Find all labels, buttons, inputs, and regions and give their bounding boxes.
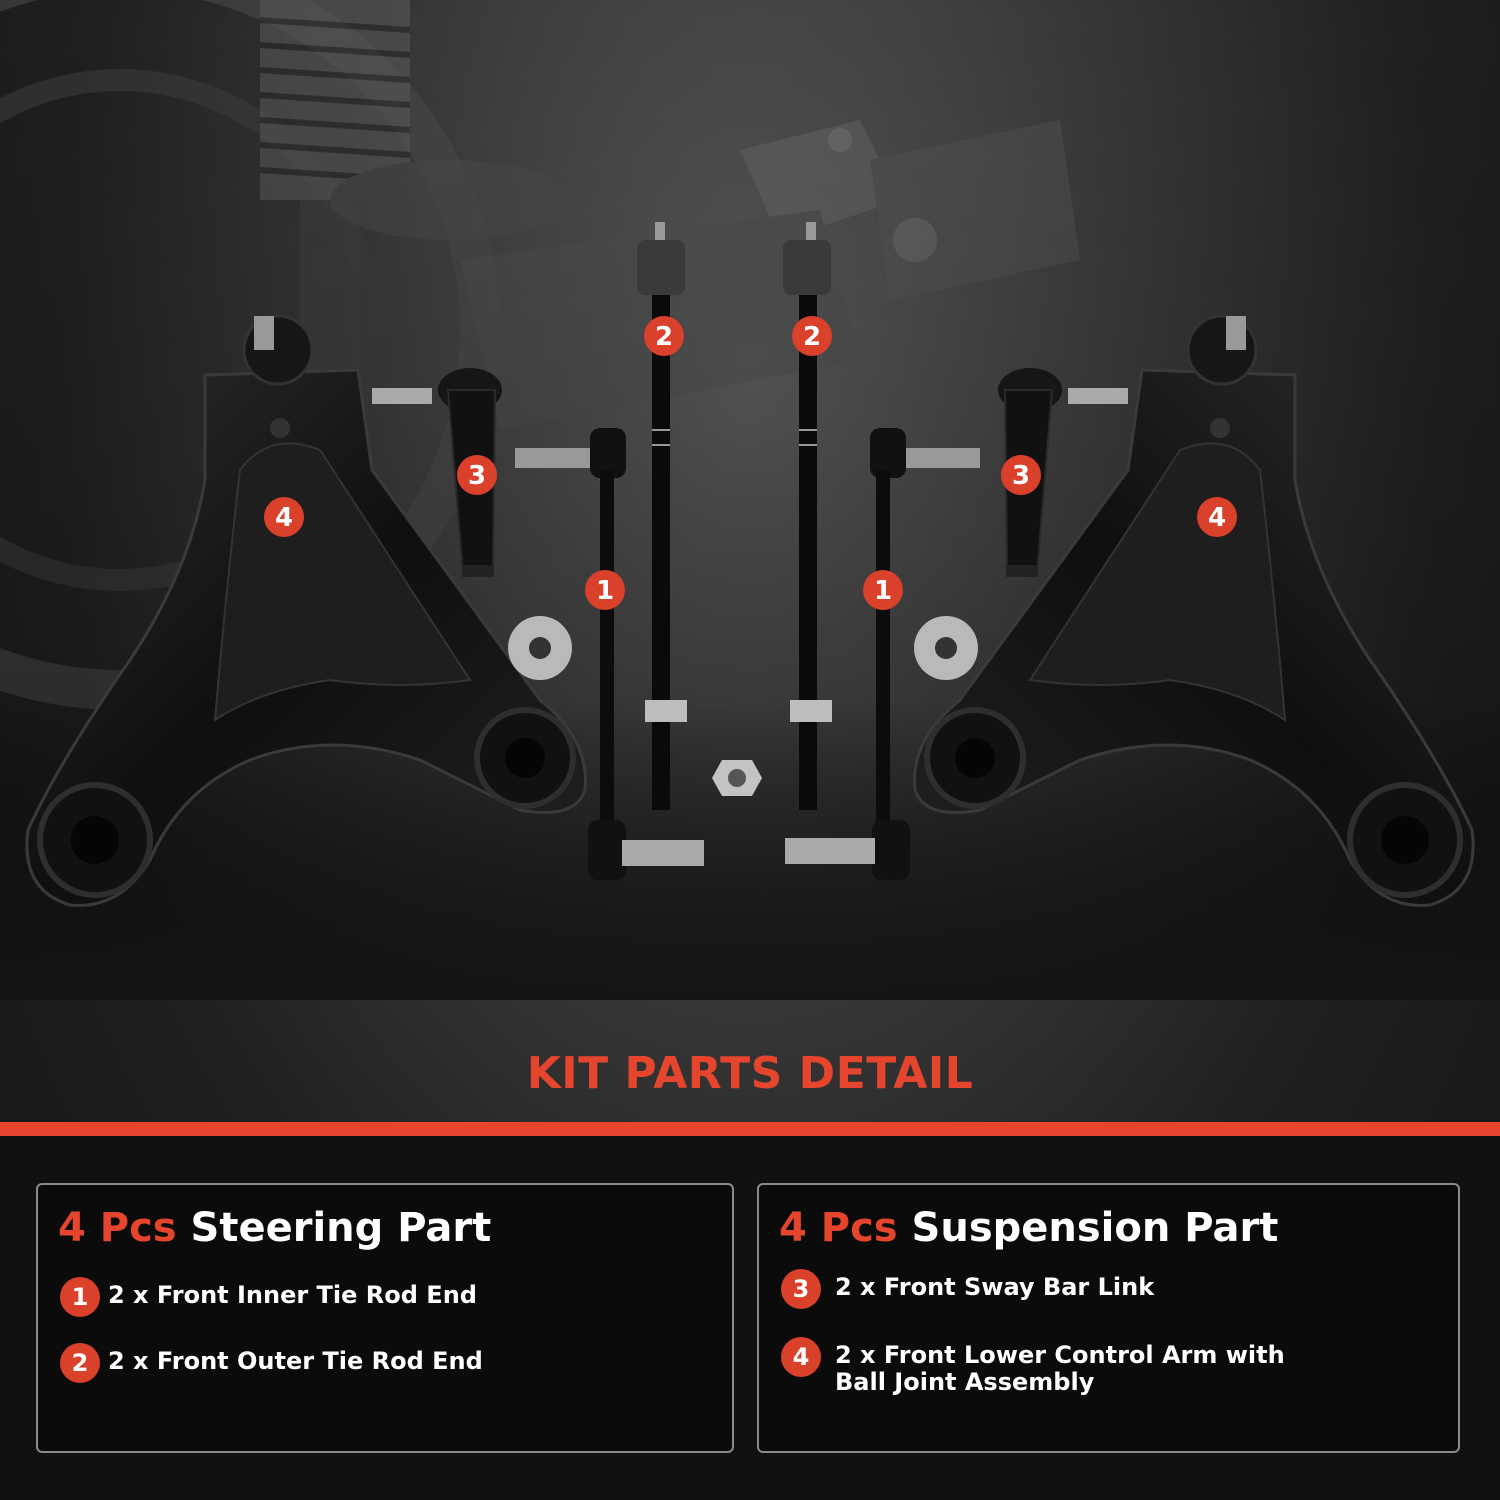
svg-text:4: 4 (1208, 503, 1226, 533)
lower-control-arm-left (25, 314, 587, 907)
callout-badge: 4 (1197, 497, 1237, 537)
list-item: 4 2 x Front Lower Control Arm with Ball … (781, 1337, 1341, 1396)
washer-left (508, 616, 572, 680)
svg-text:2: 2 (655, 322, 673, 352)
item-label: 2 x Front Lower Control Arm with Ball Jo… (835, 1341, 1285, 1396)
callout-badge: 1 (585, 570, 625, 610)
svg-text:3: 3 (468, 461, 486, 491)
item-label: 2 x Front Outer Tie Rod End (108, 1347, 483, 1375)
list-item: 2 2 x Front Outer Tie Rod End (60, 1343, 483, 1383)
callout-badge: 1 (863, 570, 903, 610)
steering-count: 4 Pcs (58, 1205, 177, 1251)
suspension-count: 4 Pcs (779, 1205, 898, 1251)
svg-text:4: 4 (275, 503, 293, 533)
suspension-part-panel: 4 Pcs Suspension Part 3 2 x Front Sway B… (757, 1183, 1460, 1453)
washer-right (914, 616, 978, 680)
kit-parts-title: KIT PARTS DETAIL (526, 1048, 974, 1099)
callout-badge: 2 (644, 316, 684, 356)
steering-name: Steering Part (190, 1205, 492, 1251)
svg-text:3: 3 (1012, 461, 1030, 491)
callout-badge: 3 (1001, 455, 1041, 495)
steering-part-panel: 4 Pcs Steering Part 1 2 x Front Inner Ti… (36, 1183, 734, 1453)
item-number-badge: 3 (781, 1269, 821, 1309)
inner-tie-rod-right (783, 222, 832, 810)
item-label: 2 x Front Inner Tie Rod End (108, 1281, 477, 1309)
item-number-badge: 1 (60, 1277, 100, 1317)
svg-text:2: 2 (803, 322, 821, 352)
item-number-badge: 2 (60, 1343, 100, 1383)
steering-panel-heading: 4 Pcs Steering Part (58, 1205, 491, 1251)
kit-parts-illustration: 1 1 2 2 3 3 4 4 (25, 222, 1475, 907)
list-item: 3 2 x Front Sway Bar Link (781, 1269, 1154, 1309)
lower-control-arm-right (913, 314, 1475, 907)
sway-bar-link-right (785, 428, 980, 880)
callout-badge: 3 (457, 455, 497, 495)
list-item: 1 2 x Front Inner Tie Rod End (60, 1277, 477, 1317)
callout-badge: 4 (264, 497, 304, 537)
svg-text:1: 1 (596, 576, 614, 606)
sway-bar-link-left (515, 428, 704, 880)
suspension-name: Suspension Part (911, 1205, 1279, 1251)
callout-badge: 2 (792, 316, 832, 356)
inner-tie-rod-left (637, 222, 687, 810)
item-label: 2 x Front Sway Bar Link (835, 1273, 1155, 1301)
accent-divider (0, 1122, 1500, 1136)
item-number-badge: 4 (781, 1337, 821, 1377)
hex-nut (712, 760, 762, 796)
svg-text:1: 1 (874, 576, 892, 606)
suspension-panel-heading: 4 Pcs Suspension Part (779, 1205, 1278, 1251)
